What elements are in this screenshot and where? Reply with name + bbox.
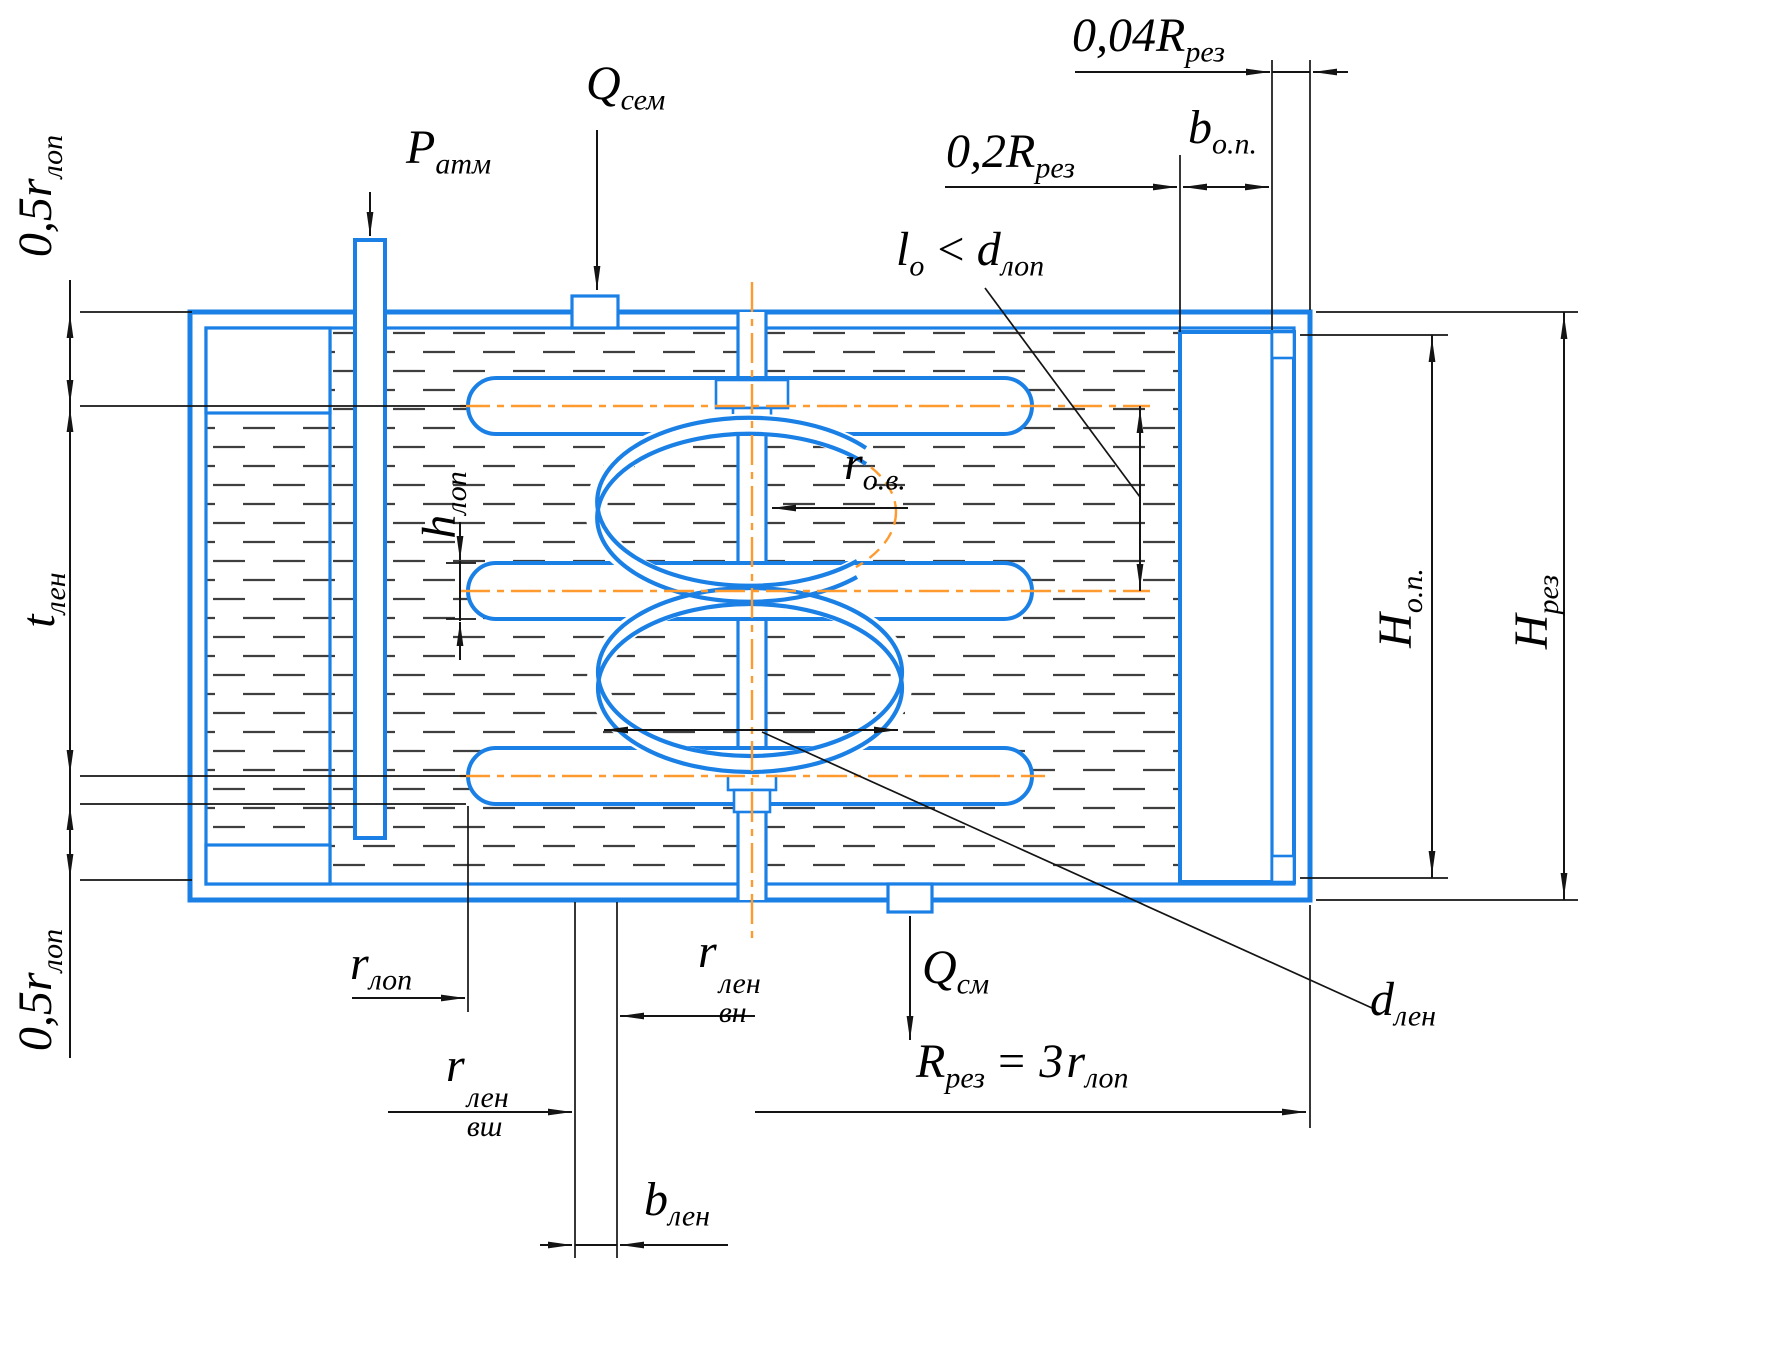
- overflow-column: [1178, 330, 1296, 884]
- dim-H-op: [1300, 334, 1448, 879]
- flow-arrows: [366, 130, 914, 1040]
- left-internals: [204, 238, 387, 886]
- left-top-box: [204, 326, 332, 415]
- dim-bottom: [352, 726, 1373, 1258]
- ribbon-band: [585, 413, 913, 776]
- ribbon-upper-turn: [595, 415, 868, 588]
- nozzles: [570, 294, 934, 914]
- outlet-nozzle: [886, 882, 934, 914]
- column-top-detail: [1270, 330, 1296, 360]
- feed-nozzle: [570, 294, 620, 330]
- dim-left-chain: [66, 280, 466, 1058]
- dim-top-right: [945, 60, 1348, 332]
- ribbon-lower-turn: [595, 585, 905, 759]
- right-internals: [1178, 330, 1296, 884]
- centerlines: [460, 282, 1150, 938]
- dim-lo-dlop: [984, 287, 1144, 591]
- left-bottom-box: [204, 843, 332, 886]
- dim-h-lop: [446, 522, 476, 660]
- dim-H-rez: [1316, 311, 1578, 901]
- atm-pipe: [353, 238, 387, 840]
- column-bottom-detail: [1270, 854, 1296, 884]
- d-len-leader: [761, 731, 1373, 1009]
- lo-leader: [984, 287, 1141, 498]
